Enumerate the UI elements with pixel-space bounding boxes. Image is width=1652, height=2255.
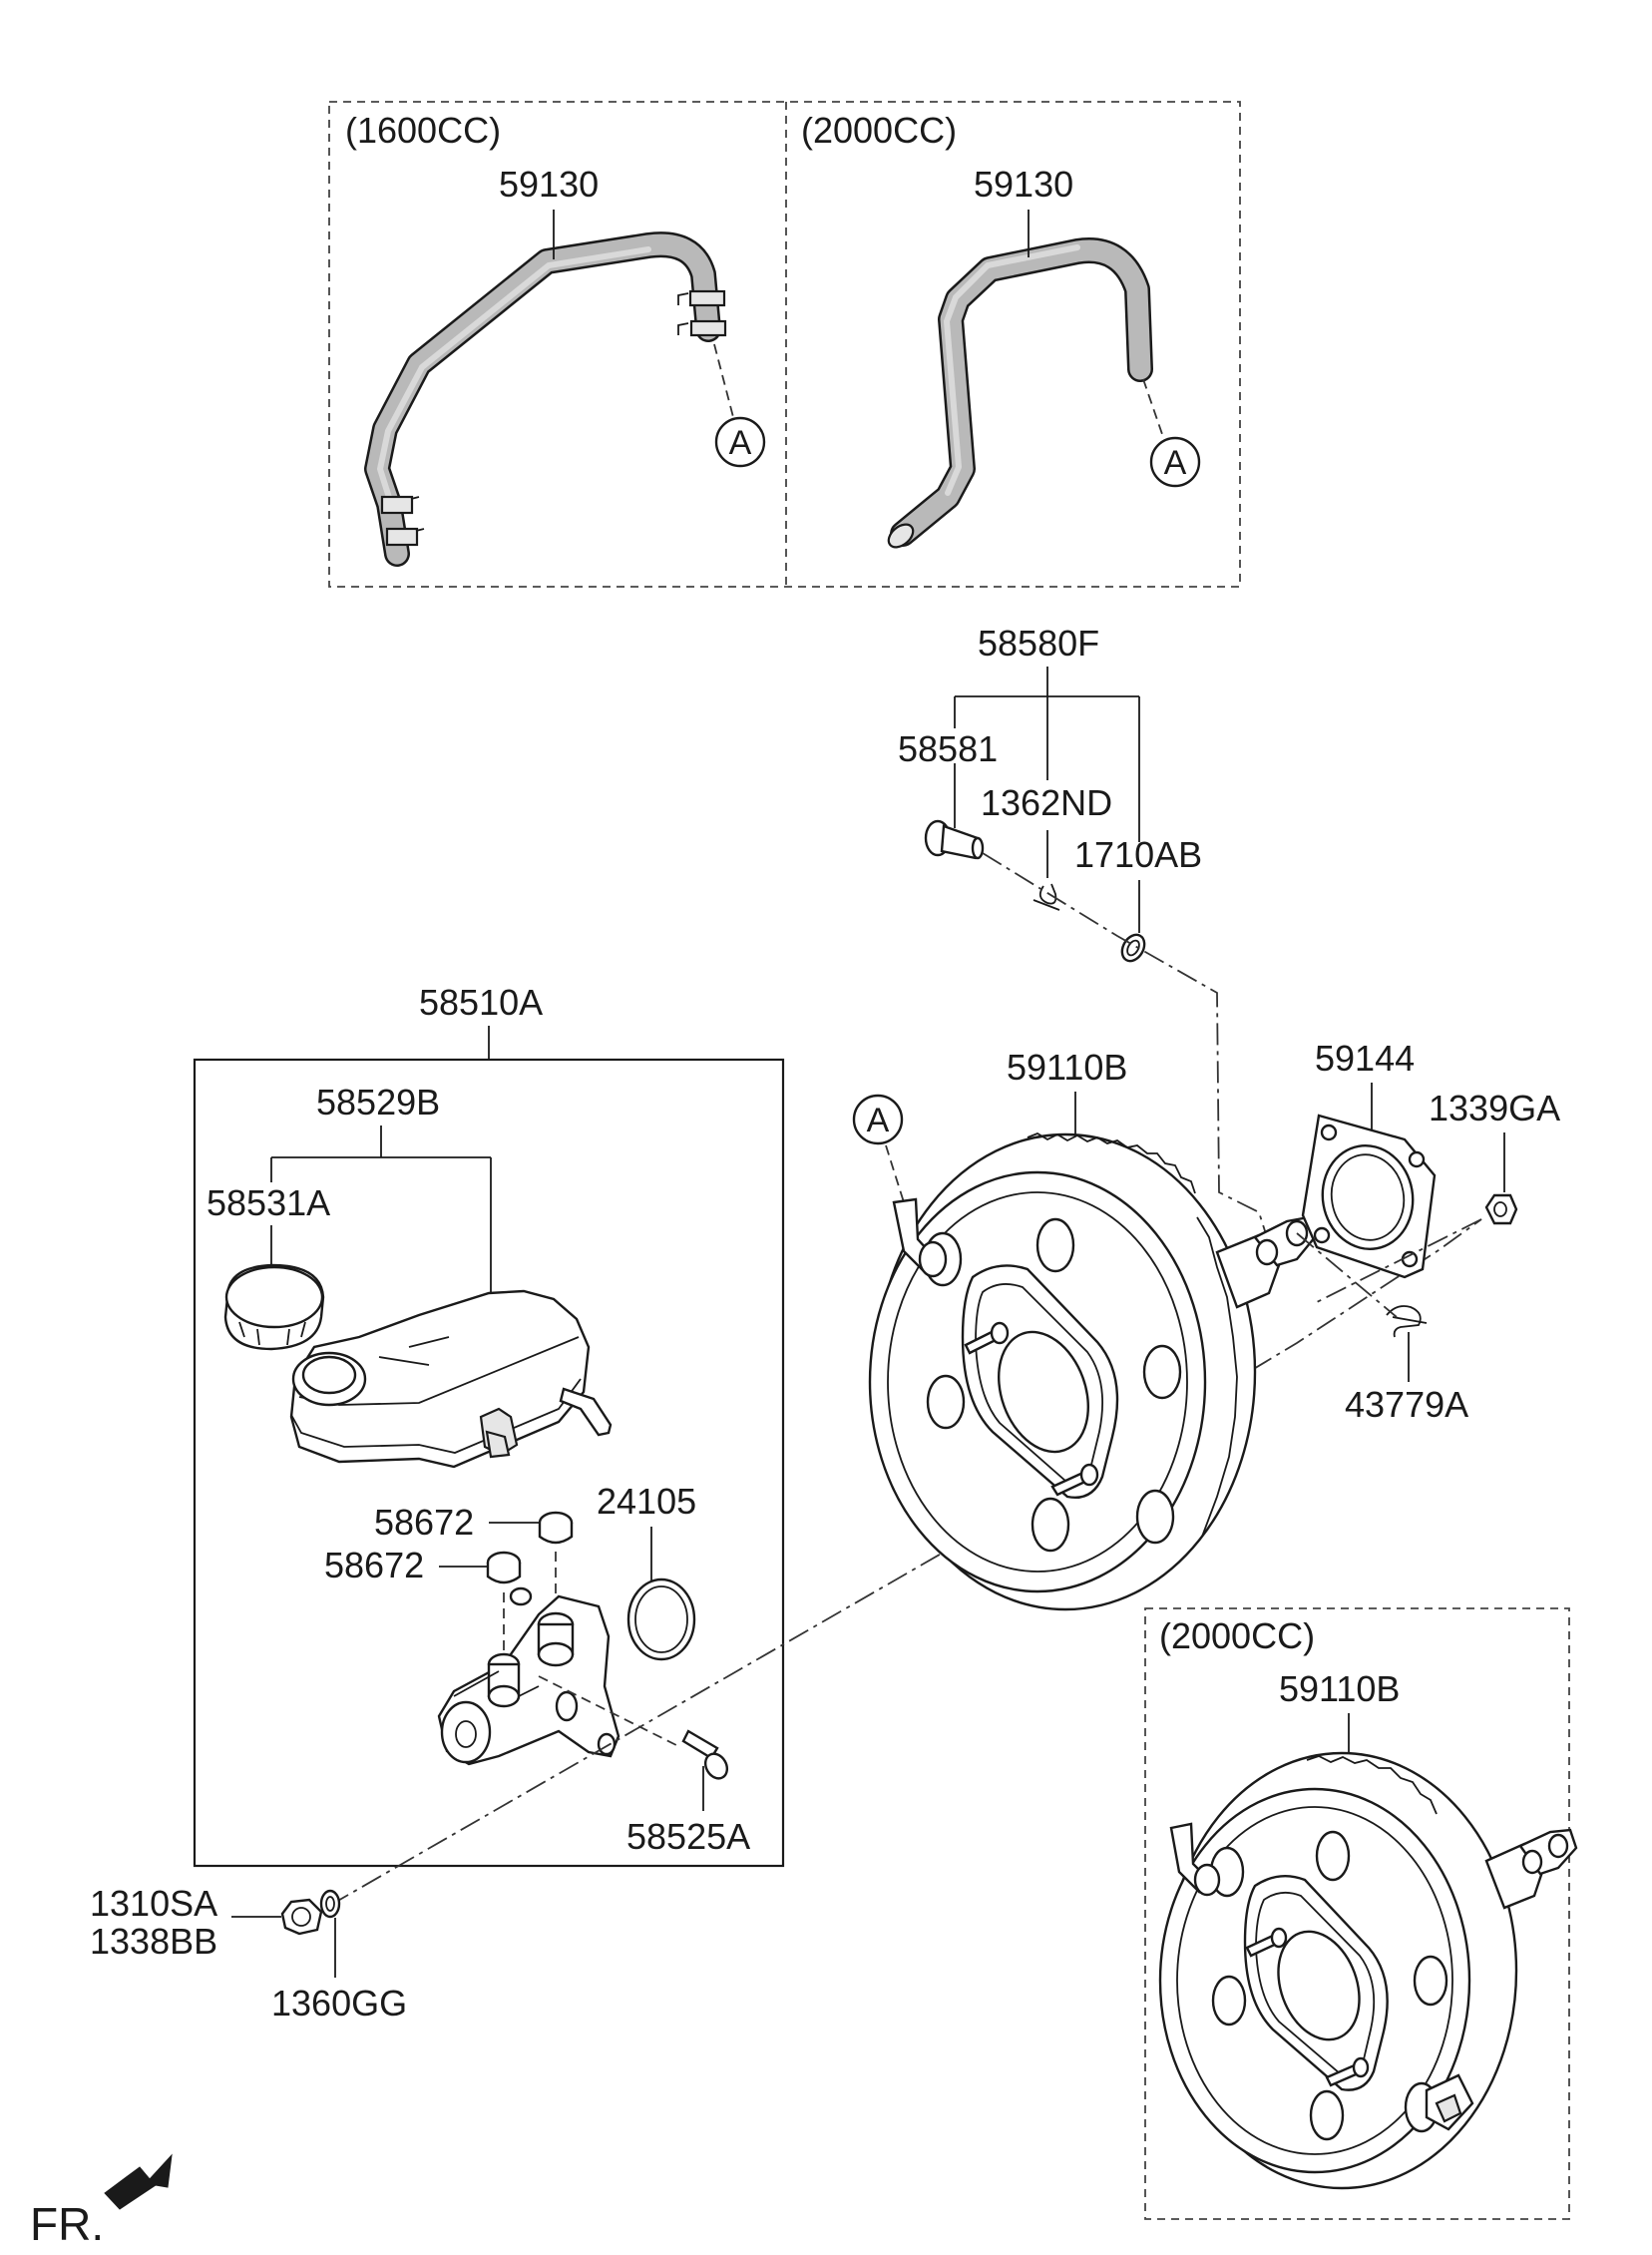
leader-hose-1600-to-a [713,343,734,418]
connector-ref-a-2000: A [1149,436,1201,488]
vacuum-hose-2000cc [887,237,1153,549]
clevis-pin [924,819,985,860]
brake-booster [868,1131,1317,1611]
part-label-clip: 43779A [1345,1384,1468,1425]
part-label-hose-1600: 59130 [499,164,599,205]
booster-nut-center-line [1316,1218,1482,1303]
part-label-clevis-pin: 58581 [898,728,998,769]
brake-booster-2000cc [1158,1751,1578,2190]
part-label-nut-1: 1310SA [90,1883,217,1924]
connector-ref-a-2000-text: A [1164,444,1187,482]
front-direction-label: FR. [30,2198,104,2250]
front-direction-arrow-icon [104,2153,173,2210]
clip-center-line [1296,1232,1398,1318]
booster-nut [1484,1193,1518,1225]
assembly-center-line [328,1218,1482,1907]
connector-ref-a-1600: A [714,416,766,468]
clip [1386,1305,1428,1338]
variant-1600cc-label: (1600CC) [345,110,501,151]
connector-ref-a-booster-text: A [867,1102,890,1139]
part-label-gasket: 59144 [1315,1038,1415,1079]
pin-washer [1120,933,1146,963]
part-label-pin-kit: 58580F [978,623,1099,664]
reservoir-bracket [270,1126,492,1299]
brake-fluid-reservoir [289,1289,613,1469]
screw-center-line [538,1675,679,1747]
master-cylinder-body [437,1586,620,1766]
front-direction-indicator: FR. [30,2153,173,2250]
connector-ref-a-booster: A [852,1094,904,1145]
part-label-reservoir-assy: 58529B [316,1082,440,1123]
part-label-washer-pin: 1710AB [1074,834,1202,875]
grommet-1 [538,1511,574,1545]
part-label-grommet-2: 58672 [324,1545,424,1585]
part-label-booster: 59110B [1007,1047,1127,1088]
part-label-screw: 58525A [626,1816,750,1857]
front-nut [280,1898,323,1936]
connector-ref-a-1600-text: A [729,424,752,462]
part-label-front-washer: 1360GG [271,1983,407,2024]
booster-2000cc-box [1144,1607,1570,2220]
part-label-nut-2: 1338BB [90,1921,217,1962]
o-ring [626,1578,696,1661]
leader-hose-2000-to-a [1142,378,1164,438]
leader-booster-to-a [885,1144,905,1203]
gasket [1301,1114,1437,1279]
variant-2000cc-booster-label: (2000CC) [1159,1615,1315,1656]
pin-kit-center-line [982,852,1268,1238]
part-label-booster-nut: 1339GA [1429,1088,1560,1128]
part-label-reservoir-cap: 58531A [206,1182,330,1223]
part-label-o-ring: 24105 [597,1481,696,1522]
part-label-booster-2000: 59110B [1279,1668,1400,1709]
part-label-master-cylinder-assy: 58510A [419,982,543,1023]
reservoir-cap [223,1263,325,1351]
hose-variants-box [328,101,1241,588]
part-label-hose-2000: 59130 [974,164,1073,205]
screw [681,1729,729,1780]
variant-2000cc-hose-label: (2000CC) [801,110,957,151]
grommet-2 [486,1551,522,1584]
vacuum-hose-1600cc [364,231,727,567]
front-washer [319,1889,341,1919]
pin-kit-bracket [954,667,1140,842]
master-cylinder-box [193,1058,785,1868]
part-label-snap-pin: 1362ND [981,782,1112,823]
part-label-grommet-1: 58672 [374,1502,474,1543]
